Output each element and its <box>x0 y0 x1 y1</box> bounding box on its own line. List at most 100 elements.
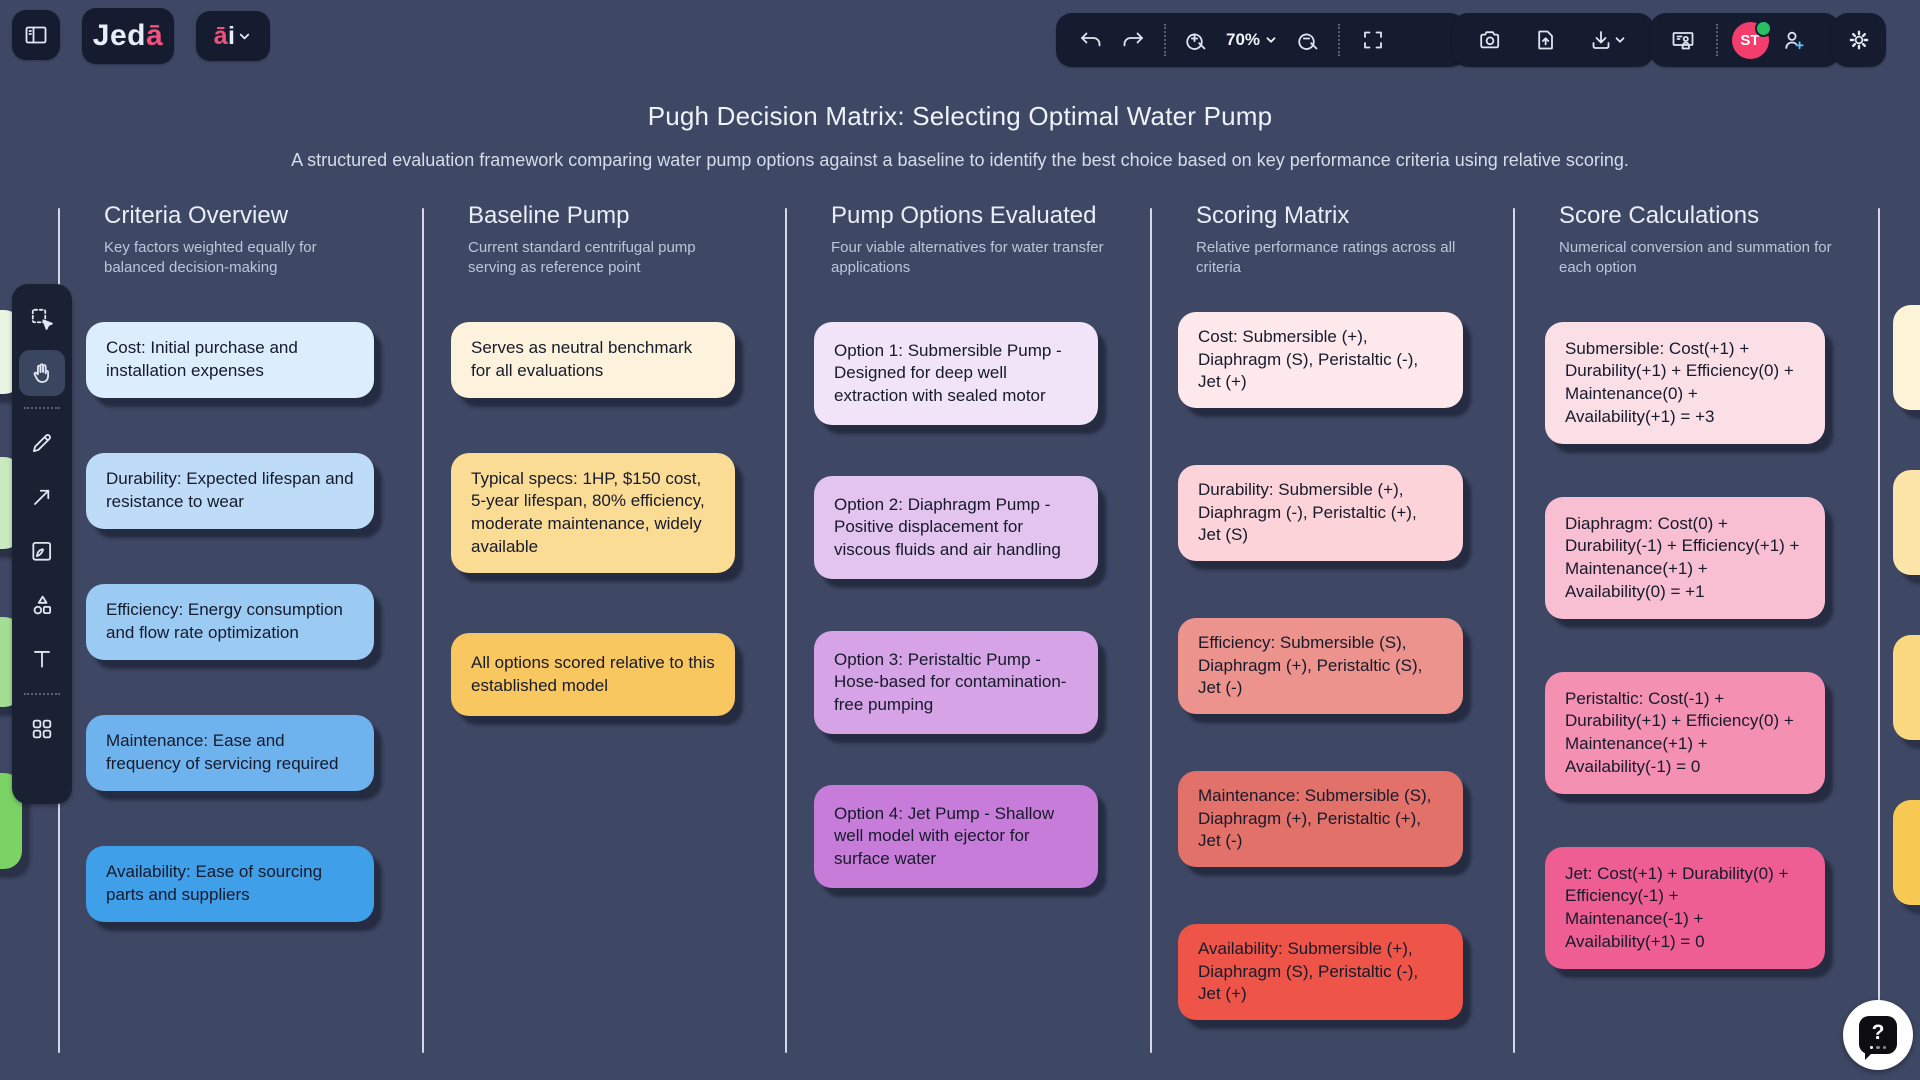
pencil-icon <box>29 430 55 456</box>
zoom-level: 70% <box>1225 30 1261 49</box>
online-indicator <box>1754 19 1772 37</box>
column-subtitle[interactable]: Current standard centrifugal pump servin… <box>468 239 696 277</box>
upload-button[interactable] <box>1523 13 1567 67</box>
apps-icon <box>29 716 55 742</box>
card[interactable]: Option 3: Peristaltic Pump - Hose-based … <box>814 631 1098 734</box>
ai-suffix: i <box>227 21 236 50</box>
column-header[interactable]: Scoring Matrix <box>1196 202 1350 229</box>
card[interactable]: Efficiency: Submersible (S), Diaphragm (… <box>1178 618 1463 714</box>
card[interactable]: Cost: Initial purchase and installation … <box>86 322 374 398</box>
undo-icon <box>1079 28 1103 52</box>
card[interactable]: Maintenance: Ease and frequency of servi… <box>86 715 374 791</box>
card[interactable]: Option 1: Submersible Pump - Designed fo… <box>814 322 1098 425</box>
card[interactable]: Efficiency: Energy consumption and flow … <box>86 584 374 660</box>
zoom-in-icon <box>1184 28 1208 52</box>
fullscreen-icon <box>1361 28 1385 52</box>
redo-button[interactable] <box>1112 13 1154 67</box>
invite-button[interactable] <box>1772 13 1816 67</box>
text-tool-button[interactable] <box>19 636 65 682</box>
column-header[interactable]: Baseline Pump <box>468 202 630 229</box>
column-header[interactable]: Pump Options Evaluated <box>831 202 1097 229</box>
camera-icon <box>1478 28 1502 52</box>
column-divider-line <box>785 208 787 1053</box>
sidebar-toggle-button[interactable] <box>12 10 60 60</box>
zoom-level-dropdown[interactable]: 70% <box>1216 13 1288 67</box>
ai-accent: ā <box>213 21 228 50</box>
arrow-icon <box>29 484 55 510</box>
card[interactable]: Maintenance: Submersible (S), Diaphragm … <box>1178 771 1463 867</box>
tool-palette <box>12 284 72 804</box>
pan-tool-button[interactable] <box>19 350 65 396</box>
user-avatar[interactable]: ST <box>1728 13 1772 67</box>
fit-screen-button[interactable] <box>1350 13 1396 67</box>
hand-icon <box>29 360 55 386</box>
edge-card-right[interactable] <box>1893 470 1920 575</box>
column-subtitle[interactable]: Numerical conversion and summation for e… <box>1559 239 1832 277</box>
textt-icon <box>29 646 55 672</box>
column-divider-line <box>422 208 424 1053</box>
gear-icon <box>1847 28 1871 52</box>
card[interactable]: Typical specs: 1HP, $150 cost, 5-year li… <box>451 453 735 573</box>
card[interactable]: Availability: Ease of sourcing parts and… <box>86 846 374 922</box>
apps-tool-button[interactable] <box>19 706 65 752</box>
help-bubble-icon: ? <box>1859 1016 1897 1060</box>
jeda-logo[interactable]: Jedā <box>82 8 174 64</box>
redo-icon <box>1121 28 1145 52</box>
column-subtitle[interactable]: Relative performance ratings across all … <box>1196 239 1456 277</box>
card[interactable]: All options scored relative to this esta… <box>451 633 735 716</box>
card[interactable]: Durability: Expected lifespan and resist… <box>86 453 374 529</box>
logo-text: Jed <box>92 19 146 52</box>
frame-tool-button[interactable] <box>19 528 65 574</box>
edge-card-right[interactable] <box>1893 635 1920 740</box>
card[interactable]: Option 2: Diaphragm Pump - Positive disp… <box>814 476 1098 579</box>
pen-tool-button[interactable] <box>19 420 65 466</box>
undo-button[interactable] <box>1070 13 1112 67</box>
board-title[interactable]: Pugh Decision Matrix: Selecting Optimal … <box>647 101 1273 131</box>
card[interactable]: Diaphragm: Cost(0) + Durability(-1) + Ef… <box>1545 497 1825 619</box>
avatar-initials: ST <box>1740 31 1760 49</box>
card[interactable]: Submersible: Cost(+1) + Durability(+1) +… <box>1545 322 1825 444</box>
download-icon <box>1589 28 1613 52</box>
edge-card-right[interactable] <box>1893 305 1920 410</box>
column-subtitle[interactable]: Key factors weighted equally for balance… <box>104 239 317 277</box>
select-tool-button[interactable] <box>19 296 65 342</box>
column-divider-line <box>1878 208 1880 1053</box>
card[interactable]: Durability: Submersible (+), Diaphragm (… <box>1178 465 1463 561</box>
card[interactable]: Peristaltic: Cost(-1) + Durability(+1) +… <box>1545 672 1825 794</box>
connector-tool-button[interactable] <box>19 474 65 520</box>
file-upload-icon <box>1533 28 1557 52</box>
zoom-out-button[interactable] <box>1288 13 1328 67</box>
export-toolbar <box>1452 13 1654 67</box>
select-icon <box>29 306 55 332</box>
divider <box>1716 24 1718 56</box>
help-button[interactable]: ? <box>1843 1000 1913 1070</box>
shapes-tool-button[interactable] <box>19 582 65 628</box>
screenshot-button[interactable] <box>1468 13 1512 67</box>
column-subtitle[interactable]: Four viable alternatives for water trans… <box>831 239 1104 277</box>
card[interactable]: Jet: Cost(+1) + Durability(0) + Efficien… <box>1545 847 1825 969</box>
divider <box>24 693 60 695</box>
card[interactable]: Option 4: Jet Pump - Shallow well model … <box>814 785 1098 888</box>
chevron-down-icon <box>237 29 252 44</box>
panel-icon <box>24 23 48 47</box>
person-add-icon <box>1782 28 1806 52</box>
column-divider-line <box>1150 208 1152 1053</box>
column-header[interactable]: Score Calculations <box>1559 202 1760 229</box>
card[interactable]: Cost: Submersible (+), Diaphragm (S), Pe… <box>1178 312 1463 408</box>
chevron-down-icon <box>1264 33 1278 47</box>
card[interactable]: Serves as neutral benchmark for all eval… <box>451 322 735 398</box>
present-button[interactable] <box>1660 13 1706 67</box>
edge-card-right[interactable] <box>1893 800 1920 905</box>
settings-button[interactable] <box>1832 13 1886 67</box>
zoom-out-icon <box>1296 28 1320 52</box>
board-subtitle[interactable]: A structured evaluation framework compar… <box>291 150 1629 170</box>
download-button[interactable] <box>1578 13 1638 67</box>
zoom-in-button[interactable] <box>1176 13 1216 67</box>
ai-menu-button[interactable]: āi <box>196 11 270 61</box>
column-divider-line <box>1513 208 1515 1053</box>
column-header[interactable]: Criteria Overview <box>104 202 289 229</box>
divider <box>24 407 60 409</box>
view-toolbar: 70% <box>1056 13 1466 67</box>
card[interactable]: Availability: Submersible (+), Diaphragm… <box>1178 924 1463 1020</box>
people-toolbar: ST <box>1650 13 1840 67</box>
